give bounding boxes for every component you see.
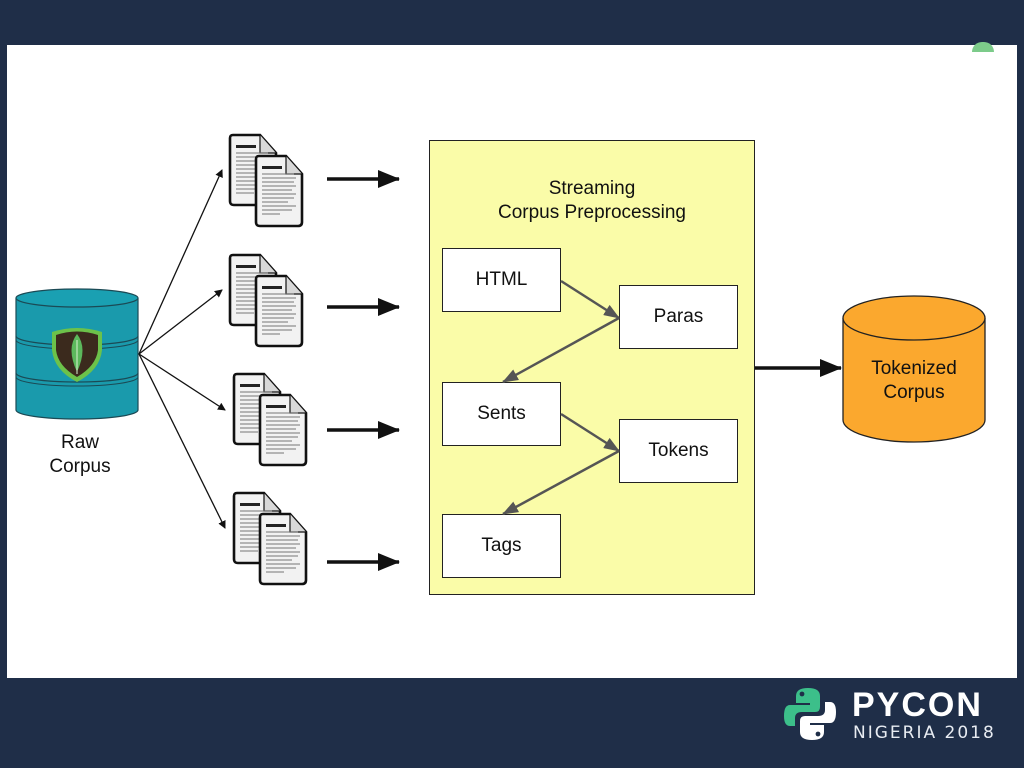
fan-arrow-1 xyxy=(138,169,223,355)
stage-tags-label: Tags xyxy=(481,535,522,556)
raw-corpus-label-line1: Raw xyxy=(60,432,99,453)
raw-corpus-label-line2: Corpus xyxy=(49,456,111,477)
fan-arrow-4 xyxy=(138,353,226,529)
fan-arrow-3 xyxy=(138,353,226,411)
stage-sents-label: Sents xyxy=(477,403,526,424)
tokenized-corpus-label-line1: Tokenized xyxy=(871,358,957,379)
preprocessing-panel xyxy=(429,140,755,595)
pycon-subtitle: NIGERIA 2018 xyxy=(853,723,996,743)
flow-arrow-tokens-tags xyxy=(502,449,620,516)
stream-arrows xyxy=(327,170,400,571)
tokenized-corpus-label: Tokenized Corpus xyxy=(843,357,985,405)
tokenized-corpus-database-icon xyxy=(842,295,986,443)
flow-arrow-html-paras xyxy=(560,279,620,320)
python-logo-icon xyxy=(784,688,836,740)
stage-sents: Sents xyxy=(442,382,561,446)
mongodb-leaf-icon xyxy=(52,328,102,382)
stage-paras-label: Paras xyxy=(653,306,704,327)
pycon-title: PYCON xyxy=(852,686,983,724)
tokenized-corpus-label-line2: Corpus xyxy=(883,382,945,403)
stage-tokens: Tokens xyxy=(619,419,738,483)
raw-corpus-label: Raw Corpus xyxy=(30,431,130,479)
flow-arrow-sents-tokens xyxy=(560,412,620,453)
stage-tags: Tags xyxy=(442,514,561,578)
pycon-nigeria-logo: PYCON NIGERIA 2018 xyxy=(782,686,1002,746)
preprocessing-title-line2: Corpus Preprocessing xyxy=(498,202,686,223)
stage-html-label: HTML xyxy=(475,269,528,290)
fan-out-arrows xyxy=(138,169,226,529)
preprocessing-title: Streaming Corpus Preprocessing xyxy=(429,177,755,225)
fan-arrow-2 xyxy=(138,289,223,355)
stage-tokens-label: Tokens xyxy=(648,440,709,461)
preprocessing-title-line1: Streaming xyxy=(548,178,636,199)
flow-arrow-paras-sents xyxy=(502,316,620,384)
stage-html: HTML xyxy=(442,248,561,312)
decorative-dot xyxy=(972,42,994,52)
